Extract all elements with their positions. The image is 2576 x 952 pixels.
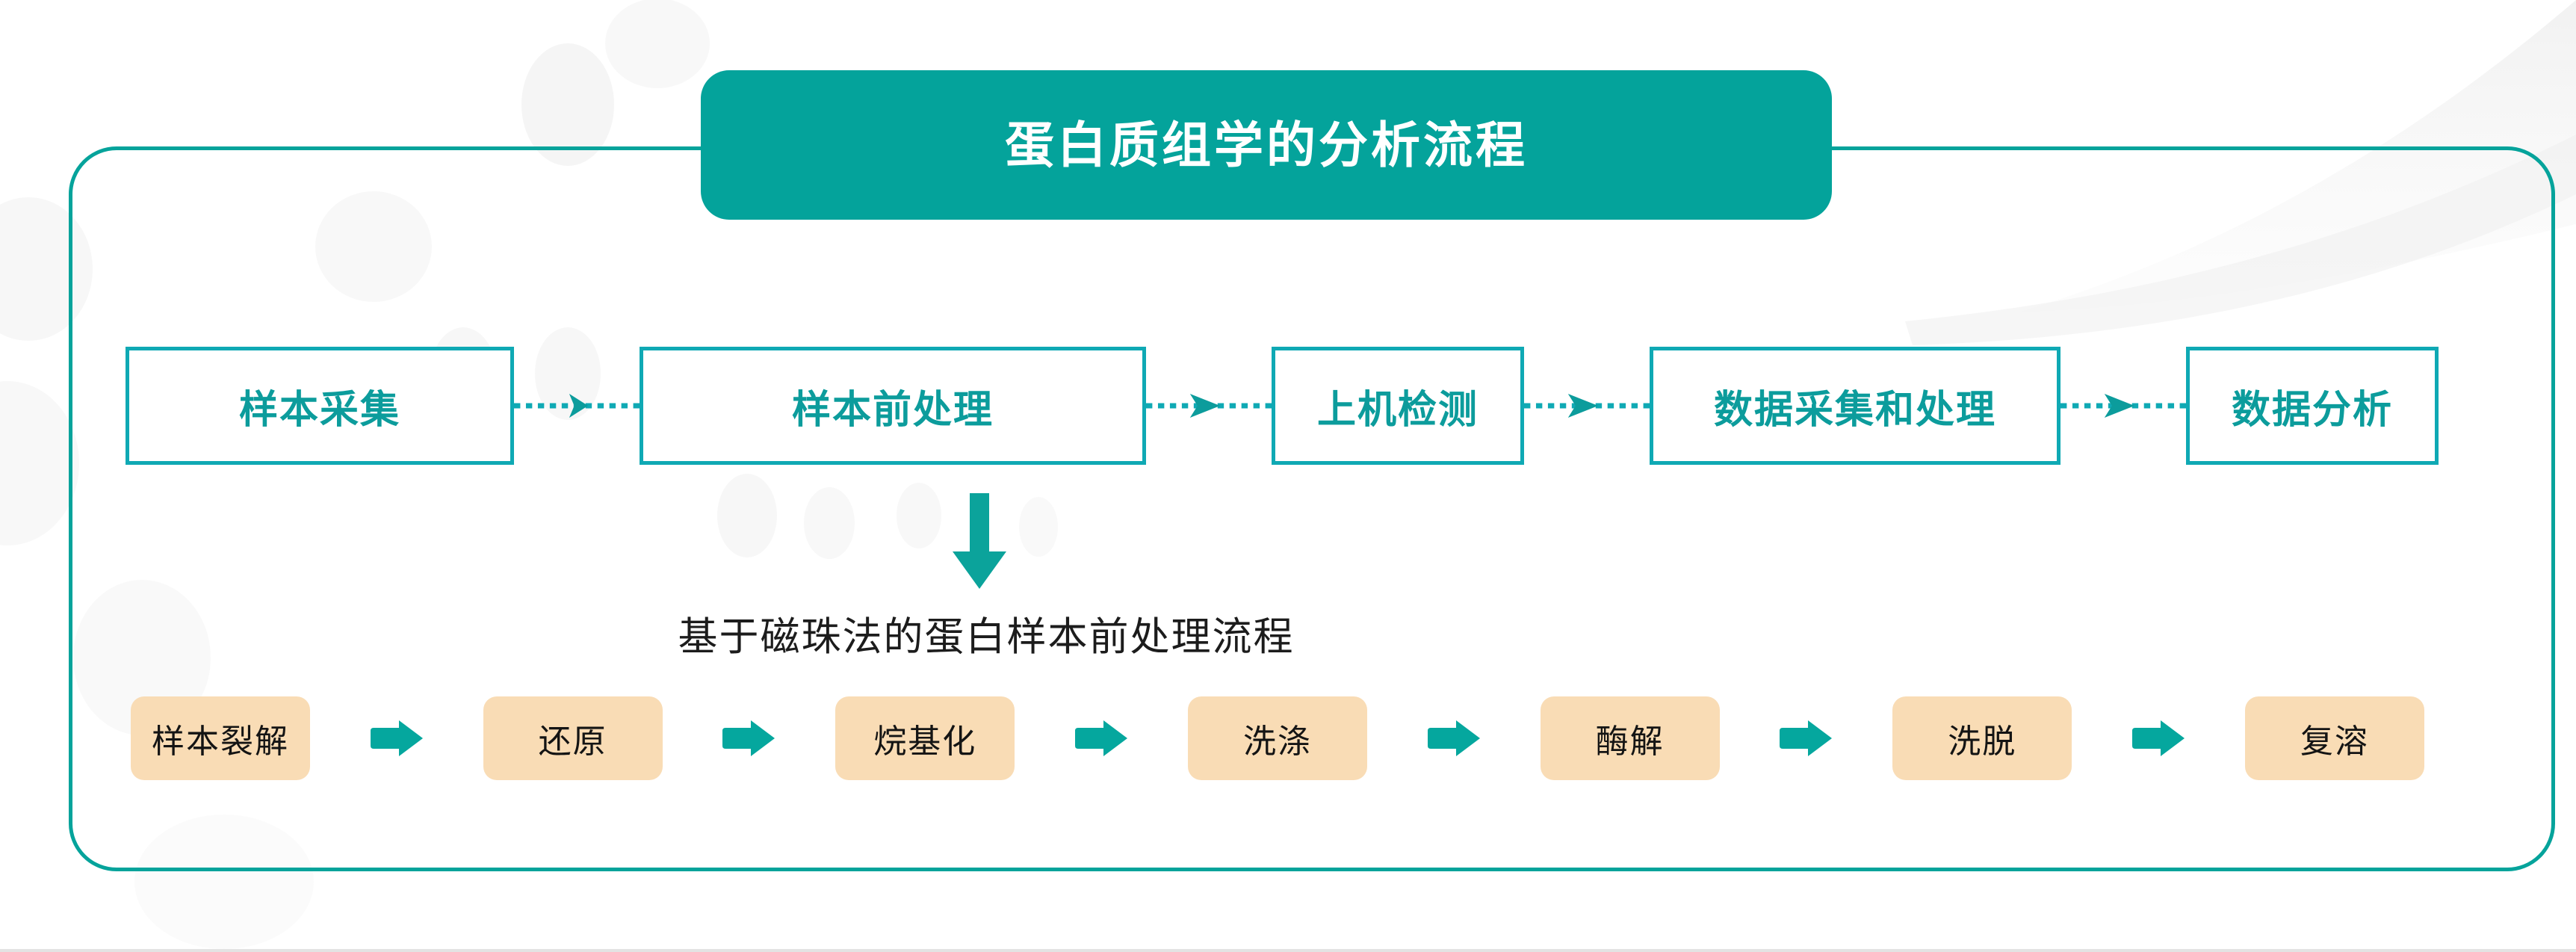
flow-step-label: 数据采集和处理 — [1713, 388, 1996, 432]
flow-step-label: 样本前处理 — [791, 388, 994, 432]
block-arrow-right-icon — [2131, 719, 2186, 758]
dashed-arrow-right-icon — [514, 391, 640, 421]
flow-step-data-analysis[interactable]: 数据分析 — [2186, 347, 2439, 465]
sub-flow-step-redissolution[interactable]: 复溶 — [2244, 696, 2424, 780]
sub-flow-step-label: 复溶 — [2300, 723, 2369, 760]
sub-flow-step-label: 酶解 — [1595, 723, 1665, 760]
dashed-arrow-right-icon — [1146, 391, 1272, 421]
sub-flow-step-label: 洗脱 — [1948, 723, 2017, 760]
dashed-arrow-right-icon — [1524, 391, 1650, 421]
sub-flow-step-sample-lysis[interactable]: 样本裂解 — [131, 696, 310, 780]
block-arrow-right-icon — [721, 719, 776, 758]
sub-flow-caption: 基于磁珠法的蛋白样本前处理流程 — [0, 605, 1972, 662]
sub-flow-step-reduction[interactable]: 还原 — [483, 696, 663, 780]
sub-flow-step-label: 洗涤 — [1242, 723, 1312, 760]
sub-flow-step-washing[interactable]: 洗涤 — [1187, 696, 1367, 780]
block-arrow-right-icon — [1778, 719, 1833, 758]
sub-flow-row: 样本裂解 还原 烷基化 洗涤 酶解 洗脱 — [131, 696, 2424, 780]
flow-step-instrument-detection[interactable]: 上机检测 — [1272, 347, 1524, 465]
sub-flow-step-label: 烷基化 — [873, 723, 977, 760]
sub-flow-step-elution[interactable]: 洗脱 — [1892, 696, 2072, 780]
main-flow-row: 样本采集 样本前处理 上机检测 数据采集和处理 数据分析 — [126, 347, 2439, 465]
flow-step-label: 样本采集 — [238, 388, 400, 432]
flow-step-sample-pretreatment[interactable]: 样本前处理 — [640, 347, 1146, 465]
sub-flow-step-label: 样本裂解 — [152, 723, 289, 760]
sub-flow-caption-text: 基于磁珠法的蛋白样本前处理流程 — [678, 615, 1295, 659]
page-title: 蛋白质组学的分析流程 — [1005, 117, 1528, 173]
flow-step-label: 上机检测 — [1316, 388, 1479, 432]
sub-flow-step-label: 还原 — [538, 723, 607, 760]
block-arrow-right-icon — [369, 719, 424, 758]
flow-step-label: 数据分析 — [2231, 388, 2393, 432]
block-arrow-right-icon — [1074, 719, 1129, 758]
flow-step-sample-collection[interactable]: 样本采集 — [126, 347, 514, 465]
sub-flow-step-alkylation[interactable]: 烷基化 — [835, 696, 1015, 780]
block-arrow-right-icon — [1426, 719, 1481, 758]
arrow-down-icon — [950, 493, 1009, 590]
dashed-arrow-right-icon — [2061, 391, 2186, 421]
sub-flow-step-enzymatic-digestion[interactable]: 酶解 — [1540, 696, 1720, 780]
flow-step-data-acquisition-processing[interactable]: 数据采集和处理 — [1650, 347, 2061, 465]
diagram-title-banner: 蛋白质组学的分析流程 — [701, 70, 1832, 220]
